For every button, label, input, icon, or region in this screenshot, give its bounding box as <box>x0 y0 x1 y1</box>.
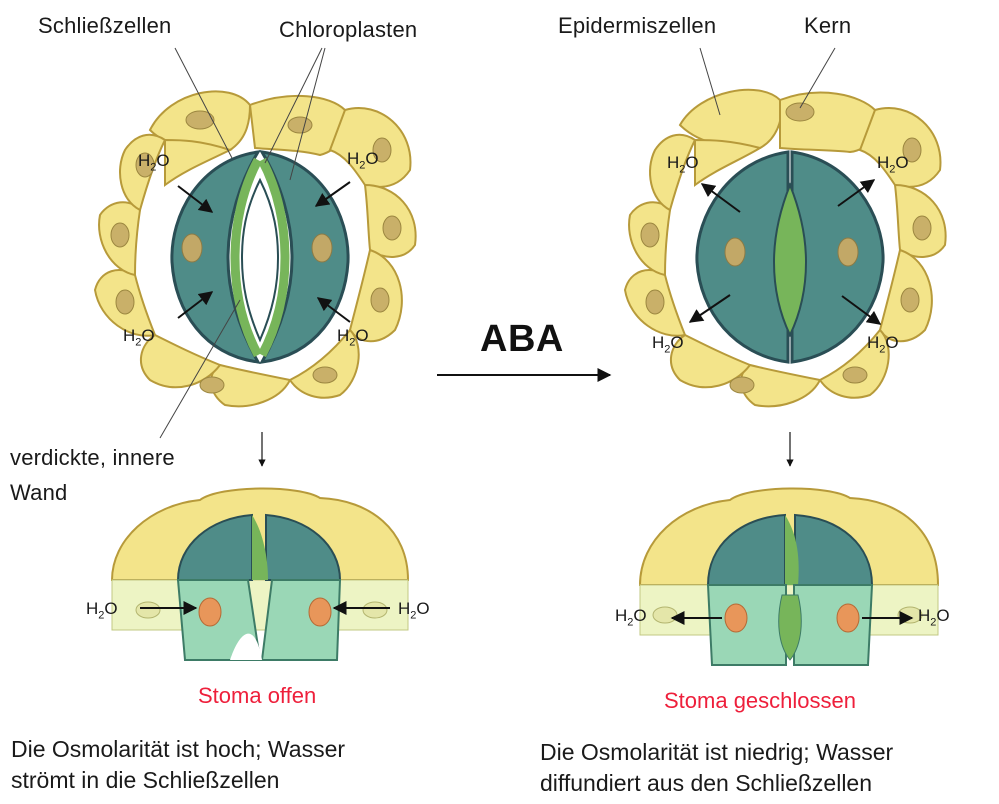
water-label: H2O <box>86 599 118 621</box>
label-inner-wall-line1: verdickte, innere <box>10 445 175 471</box>
water-label: H2O <box>918 606 950 628</box>
open-stoma-section <box>112 488 408 660</box>
description-open: Die Osmolarität ist hoch; Wasser strömt … <box>11 734 345 796</box>
water-label: H2O <box>398 599 430 621</box>
label-aba: ABA <box>480 318 564 361</box>
description-closed-line1: Die Osmolarität ist niedrig; Wasser <box>540 737 893 768</box>
open-stoma-topview <box>95 91 416 406</box>
label-epidermis: Epidermiszellen <box>558 13 716 39</box>
caption-closed: Stoma geschlossen <box>664 688 856 714</box>
label-guard-cells: Schließzellen <box>38 13 171 39</box>
caption-open: Stoma offen <box>198 683 316 709</box>
description-closed-line2: diffundiert aus den Schließzellen <box>540 768 893 799</box>
label-chloroplasts: Chloroplasten <box>279 17 417 43</box>
water-label: H2O <box>138 151 170 173</box>
description-open-line2: strömt in die Schließzellen <box>11 765 345 796</box>
label-nucleus: Kern <box>804 13 851 39</box>
label-inner-wall-line2: Wand <box>10 480 67 506</box>
water-label: H2O <box>615 606 647 628</box>
water-label: H2O <box>667 153 699 175</box>
water-label: H2O <box>123 326 155 348</box>
water-label: H2O <box>347 149 379 171</box>
closed-stoma-topview <box>625 90 946 406</box>
water-label: H2O <box>337 326 369 348</box>
closed-stoma-section <box>640 488 938 665</box>
water-label: H2O <box>877 153 909 175</box>
water-label: H2O <box>867 333 899 355</box>
water-label: H2O <box>652 333 684 355</box>
description-closed: Die Osmolarität ist niedrig; Wasser diff… <box>540 737 893 799</box>
description-open-line1: Die Osmolarität ist hoch; Wasser <box>11 734 345 765</box>
